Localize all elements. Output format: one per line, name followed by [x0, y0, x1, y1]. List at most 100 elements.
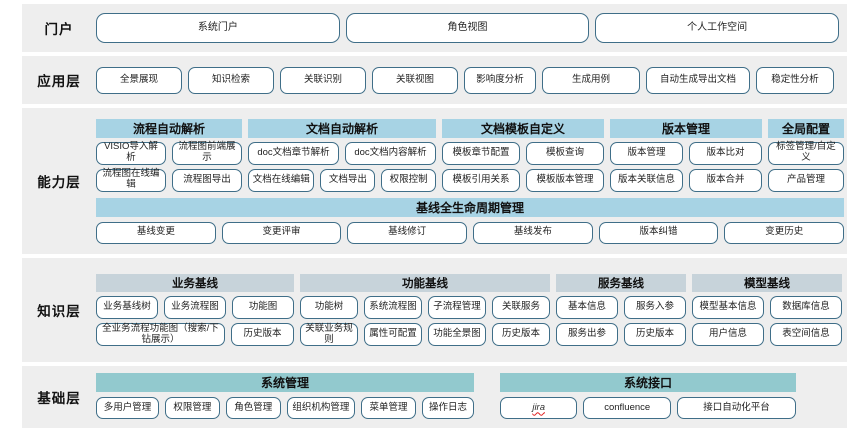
- cap-1-1-0[interactable]: 文档在线编辑: [248, 168, 315, 192]
- know-3-0-1[interactable]: 数据库信息: [770, 296, 842, 319]
- layer-label-capability: 能力层: [37, 175, 81, 190]
- know-0-0-1[interactable]: 业务流程图: [164, 296, 226, 319]
- cap-0-0-1[interactable]: 流程图前端展示: [172, 141, 242, 165]
- capability-group-2-row-0: 模板章节配置 模板查询: [442, 141, 604, 165]
- base-0-0-5[interactable]: 操作日志: [421, 397, 474, 419]
- app-item-6[interactable]: 自动生成导出文档: [646, 66, 750, 94]
- know-0-0-2[interactable]: 功能图: [232, 296, 294, 319]
- cap-4-0-0[interactable]: 标签管理/自定义: [768, 141, 844, 165]
- cap-3-0-1[interactable]: 版本比对: [689, 141, 762, 165]
- cap-4-1-0[interactable]: 产品管理: [768, 168, 844, 192]
- lifecycle-item-0[interactable]: 基线变更: [96, 221, 216, 244]
- layer-label-foundation: 基础层: [37, 391, 81, 406]
- know-2-1-1[interactable]: 历史版本: [624, 323, 686, 346]
- layer-body-portal: 系统门户 角色视图 个人工作空间: [96, 13, 847, 43]
- know-3-1-0[interactable]: 用户信息: [692, 323, 764, 346]
- knowledge-group-2-row-1: 服务出参 历史版本: [556, 323, 686, 346]
- know-1-0-0[interactable]: 功能树: [300, 296, 358, 319]
- base-0-0-0[interactable]: 多用户管理: [96, 397, 160, 419]
- knowledge-group-3-row-1: 用户信息 表空间信息: [692, 323, 842, 346]
- base-1-0-2[interactable]: 接口自动化平台: [677, 397, 796, 419]
- layer-body-capability: 流程自动解析 VISIO导入解析 流程图前端展示 流程图在线编辑 流程图导出 文…: [96, 108, 852, 254]
- know-1-1-0[interactable]: 关联业务规则: [300, 323, 358, 346]
- know-2-1-0[interactable]: 服务出参: [556, 323, 618, 346]
- know-0-1-0[interactable]: 全业务流程功能图（搜索/下钻展示）: [96, 323, 225, 346]
- know-1-1-1[interactable]: 属性可配置: [364, 323, 422, 346]
- app-item-3[interactable]: 关联视图: [372, 66, 458, 94]
- cap-3-0-0[interactable]: 版本管理: [610, 141, 683, 165]
- capability-group-4-title: 全局配置: [768, 118, 844, 138]
- know-1-0-1[interactable]: 系统流程图: [364, 296, 422, 319]
- cap-2-1-1[interactable]: 模板版本管理: [526, 168, 604, 192]
- cap-1-1-2[interactable]: 权限控制: [381, 168, 436, 192]
- lifecycle-item-3[interactable]: 基线发布: [473, 221, 593, 244]
- cap-1-1-1[interactable]: 文档导出: [320, 168, 376, 192]
- layer-band-application: 应用层 全景展现 知识检索 关联识别 关联视图 影响度分析 生成用例 自动生成导…: [22, 56, 847, 104]
- know-1-1-2[interactable]: 功能全景图: [428, 323, 486, 346]
- portal-item-0[interactable]: 系统门户: [96, 13, 340, 43]
- cap-0-1-0[interactable]: 流程图在线编辑: [96, 168, 166, 192]
- know-2-0-0[interactable]: 基本信息: [556, 296, 618, 319]
- knowledge-group-2: 服务基线 基本信息 服务入参 服务出参 历史版本: [556, 274, 686, 346]
- cap-2-0-1[interactable]: 模板查询: [526, 141, 604, 165]
- know-1-0-2[interactable]: 子流程管理: [428, 296, 486, 319]
- base-1-0-0[interactable]: jira: [500, 397, 578, 419]
- cap-3-1-0[interactable]: 版本关联信息: [610, 168, 683, 192]
- lifecycle-item-5[interactable]: 变更历史: [724, 221, 845, 244]
- capability-group-3-row-1: 版本关联信息 版本合并: [610, 168, 762, 192]
- cap-1-0-0[interactable]: doc文档章节解析: [248, 141, 339, 165]
- capability-group-1: 文档自动解析 doc文档章节解析 doc文档内容解析 文档在线编辑 文档导出 权…: [248, 118, 436, 192]
- knowledge-group-0-row-1: 全业务流程功能图（搜索/下钻展示） 历史版本: [96, 323, 294, 346]
- capability-group-3: 版本管理 版本管理 版本比对 版本关联信息 版本合并: [610, 118, 762, 192]
- knowledge-group-1-row-1: 关联业务规则 属性可配置 功能全景图 历史版本: [300, 323, 550, 346]
- layer-body-application: 全景展现 知识检索 关联识别 关联视图 影响度分析 生成用例 自动生成导出文档 …: [96, 66, 847, 94]
- cap-3-1-1[interactable]: 版本合并: [689, 168, 762, 192]
- foundation-group-0-row-0: 多用户管理 权限管理 角色管理 组织机构管理 菜单管理 操作日志: [96, 397, 474, 419]
- capability-group-3-row-0: 版本管理 版本比对: [610, 141, 762, 165]
- base-0-0-1[interactable]: 权限管理: [165, 397, 220, 419]
- lifecycle-item-1[interactable]: 变更评审: [221, 221, 342, 244]
- cap-0-0-0[interactable]: VISIO导入解析: [96, 141, 166, 165]
- capability-group-2-title: 文档模板自定义: [442, 118, 604, 138]
- capability-group-0-row-0: VISIO导入解析 流程图前端展示: [96, 141, 242, 165]
- lifecycle-item-2[interactable]: 基线修订: [347, 221, 468, 244]
- app-item-4[interactable]: 影响度分析: [464, 66, 536, 94]
- cap-2-1-0[interactable]: 模板引用关系: [442, 168, 520, 192]
- knowledge-groups: 业务基线 业务基线树 业务流程图 功能图 全业务流程功能图（搜索/下钻展示） 历…: [96, 274, 842, 346]
- foundation-group-1: 系统接口 jira confluence 接口自动化平台: [500, 373, 796, 421]
- know-0-0-0[interactable]: 业务基线树: [96, 296, 158, 319]
- app-item-2[interactable]: 关联识别: [280, 66, 366, 94]
- base-1-0-1[interactable]: confluence: [583, 397, 672, 419]
- know-3-0-0[interactable]: 模型基本信息: [692, 296, 764, 319]
- app-item-0[interactable]: 全景展现: [96, 66, 182, 94]
- layer-band-portal: 门户 系统门户 角色视图 个人工作空间: [22, 4, 847, 52]
- layer-label-application: 应用层: [37, 74, 81, 89]
- cap-0-1-1[interactable]: 流程图导出: [172, 168, 242, 192]
- cap-2-0-0[interactable]: 模板章节配置: [442, 141, 520, 165]
- layer-band-capability: 能力层 流程自动解析 VISIO导入解析 流程图前端展示 流程图在线编辑 流程图…: [22, 108, 847, 254]
- app-item-1[interactable]: 知识检索: [188, 66, 274, 94]
- foundation-group-0: 系统管理 多用户管理 权限管理 角色管理 组织机构管理 菜单管理 操作日志: [96, 373, 474, 421]
- know-0-1-1[interactable]: 历史版本: [231, 323, 294, 346]
- know-2-0-1[interactable]: 服务入参: [624, 296, 686, 319]
- base-0-0-3[interactable]: 组织机构管理: [286, 397, 356, 419]
- base-0-0-2[interactable]: 角色管理: [225, 397, 281, 419]
- capability-group-3-title: 版本管理: [610, 118, 762, 138]
- base-0-0-4[interactable]: 菜单管理: [361, 397, 416, 419]
- knowledge-group-1: 功能基线 功能树 系统流程图 子流程管理 关联服务 关联业务规则 属性可配置 功…: [300, 274, 550, 346]
- layer-label-portal: 门户: [44, 22, 74, 37]
- know-1-0-3[interactable]: 关联服务: [492, 296, 550, 319]
- know-1-1-3[interactable]: 历史版本: [492, 323, 550, 346]
- portal-item-1[interactable]: 角色视图: [345, 13, 590, 43]
- layer-band-knowledge: 知识层 业务基线 业务基线树 业务流程图 功能图 全业务流程功能图（搜索/下钻展…: [22, 258, 847, 362]
- app-item-7[interactable]: 稳定性分析: [756, 66, 834, 94]
- know-3-1-1[interactable]: 表空间信息: [770, 323, 842, 346]
- lifecycle-items-row: 基线变更 变更评审 基线修订 基线发布 版本纠错 变更历史: [96, 221, 845, 244]
- capability-group-4-row-0: 标签管理/自定义: [768, 141, 844, 165]
- cap-1-0-1[interactable]: doc文档内容解析: [345, 141, 436, 165]
- capability-group-0-title: 流程自动解析: [96, 118, 242, 138]
- app-item-5[interactable]: 生成用例: [542, 66, 640, 94]
- lifecycle-item-4[interactable]: 版本纠错: [598, 221, 719, 244]
- portal-item-2[interactable]: 个人工作空间: [595, 13, 840, 43]
- knowledge-group-0-title: 业务基线: [96, 274, 294, 292]
